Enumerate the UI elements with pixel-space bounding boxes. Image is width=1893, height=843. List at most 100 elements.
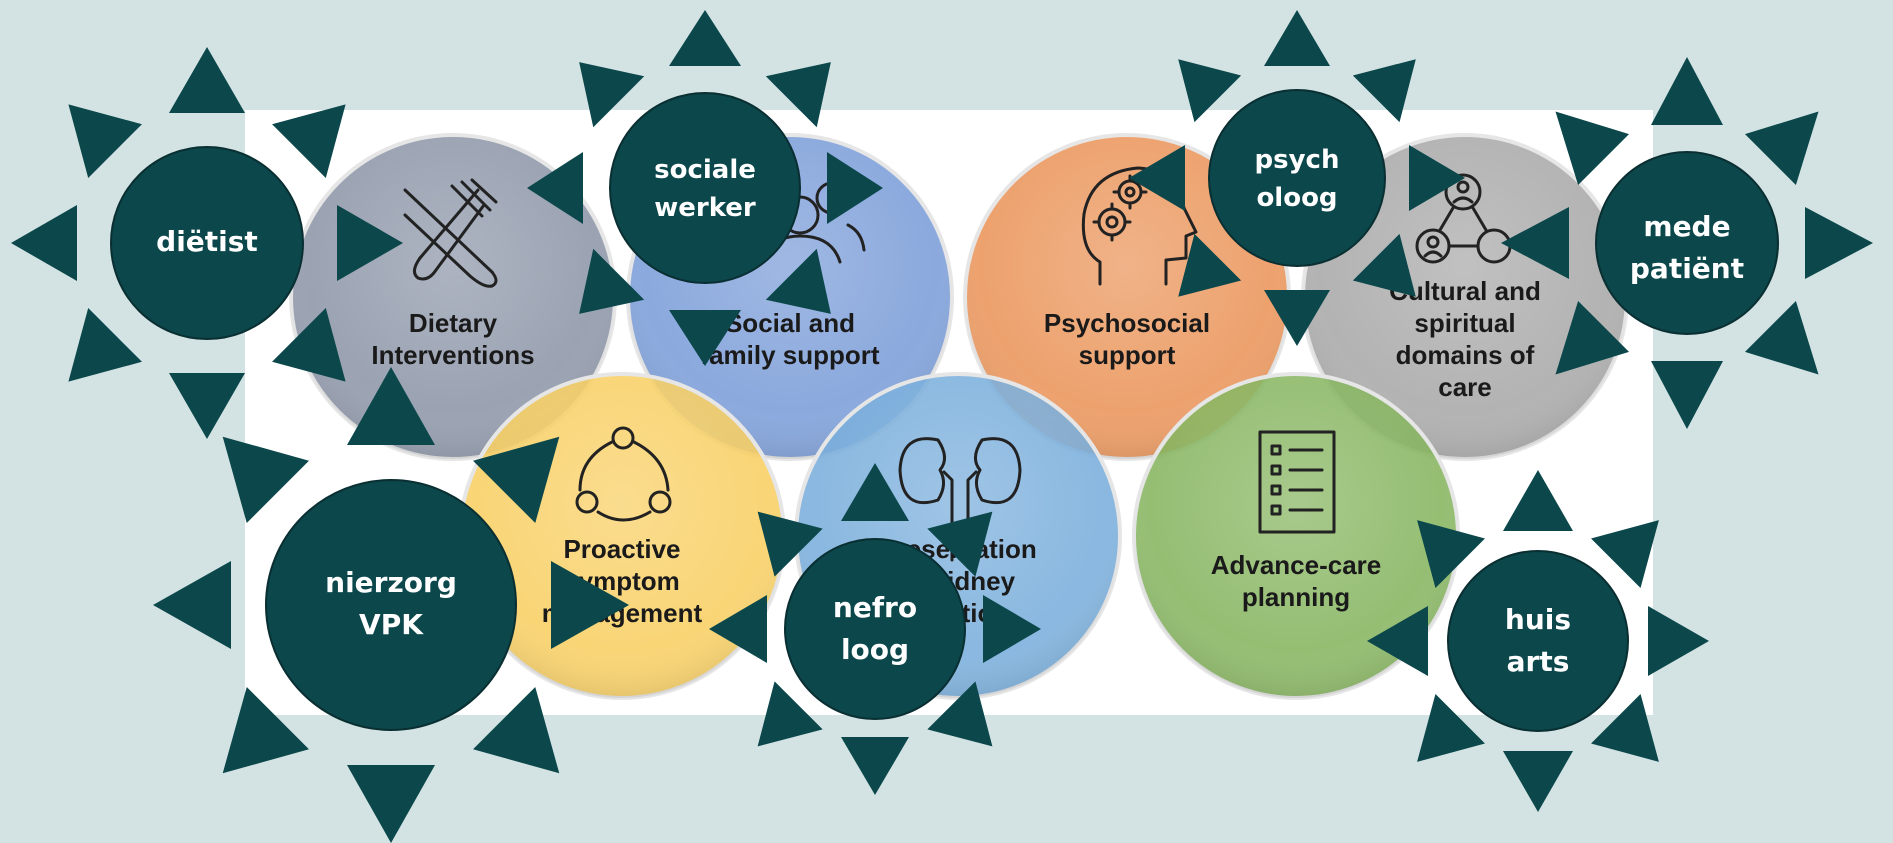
sun-ray (927, 511, 993, 577)
role-nierzorg-vpk-label: nierzorg VPK (306, 562, 476, 646)
sun-ray (1367, 606, 1428, 676)
sun-ray (1352, 59, 1416, 123)
sun-ray (579, 62, 645, 128)
sun-core (609, 92, 801, 284)
role-nefroloog-label: nefro loog (790, 587, 960, 671)
sun-ray (1178, 233, 1242, 297)
sun-ray (222, 687, 309, 774)
role-huisarts-line2: arts (1506, 645, 1570, 678)
role-mede-patient-label: mede patiënt (1602, 206, 1772, 290)
role-mede-patient-line1: mede (1643, 210, 1731, 243)
domain-psychosocial-label: Psychosocial support (997, 307, 1257, 371)
sun-ray (1651, 361, 1723, 429)
role-nefroloog-line2: loog (840, 633, 910, 666)
role-sun-psycholoog (1129, 10, 1465, 346)
domain-dietary-label: Dietary Interventions (323, 307, 583, 371)
sun-ray (1409, 145, 1465, 211)
sun-ray (709, 595, 767, 663)
domain-social-label: Social and family support (660, 307, 920, 371)
sun-ray (68, 308, 142, 382)
sun-ray (1503, 470, 1573, 531)
domain-cultural-label: Cultural and spiritual domains of care (1335, 275, 1595, 403)
domain-advance-label: Advance-care planning (1166, 549, 1426, 613)
domain-advance-line1: Advance-care (1210, 550, 1382, 580)
sun-ray (1744, 300, 1819, 375)
sun-core (110, 146, 304, 340)
domain-cultural-line1: Cultural and (1389, 276, 1541, 306)
domain-cultural-line3: domains of (1395, 340, 1535, 370)
sun-ray (153, 561, 231, 649)
domain-dietary-line2: Interventions (371, 340, 535, 370)
sun-ray (1264, 10, 1330, 66)
sun-ray (841, 463, 909, 521)
sun-ray (337, 205, 403, 281)
sun-ray (473, 687, 560, 774)
sun-ray (983, 595, 1041, 663)
sun-ray (222, 436, 309, 523)
domain-advance-line2: planning (1241, 582, 1351, 612)
role-sun-mede-patient (1501, 57, 1873, 429)
checklist-icon (1258, 430, 1336, 534)
sun-ray (68, 104, 142, 178)
domain-circle-psychosocial (963, 133, 1291, 461)
sun-ray (579, 248, 645, 314)
domain-symptom-line1: Proactive (563, 534, 681, 564)
role-dietist-line1: diëtist (156, 225, 258, 258)
sun-ray (757, 511, 823, 577)
domain-psychosocial-line2: support (1078, 340, 1176, 370)
role-psycholoog-label: psych oloog (1212, 141, 1382, 217)
sun-ray (1744, 111, 1819, 186)
domain-cultural-line2: spiritual (1414, 308, 1516, 338)
sun-ray (765, 62, 831, 128)
sun-core (1447, 550, 1629, 732)
role-sun-dietist (11, 47, 403, 439)
sun-ray (169, 47, 245, 113)
sun-ray (1651, 57, 1723, 125)
role-sun-huisarts (1367, 470, 1709, 812)
role-sun-nierzorg-vpk (153, 367, 629, 843)
sun-ray (1417, 520, 1485, 588)
sun-ray (527, 152, 583, 224)
sun-ray (1264, 290, 1330, 346)
domain-social-line2: family support (700, 340, 880, 370)
sun-core (1208, 89, 1386, 267)
role-nierzorg-vpk-line2: VPK (359, 608, 423, 641)
domain-circle-cultural (1301, 133, 1629, 461)
role-sun-sociale-werker (527, 10, 883, 366)
sun-ray (669, 10, 741, 66)
sun-ray (757, 681, 823, 747)
role-sociale-werker-line1: sociale (654, 155, 756, 185)
domain-circle-advance (1132, 372, 1460, 700)
role-psycholoog-line1: psych (1254, 145, 1340, 175)
sun-ray (347, 765, 435, 843)
sun-ray (1591, 694, 1659, 762)
sun-core (265, 479, 517, 731)
sun-ray (1555, 111, 1630, 186)
role-mede-patient-line2: patiënt (1629, 252, 1745, 285)
role-huisarts-label: huis arts (1453, 599, 1623, 683)
role-sociale-werker-label: sociale werker (620, 151, 790, 227)
role-huisarts-line1: huis (1504, 603, 1572, 636)
sun-core (784, 538, 966, 720)
domain-dietary-line1: Dietary (408, 308, 498, 338)
sun-ray (169, 373, 245, 439)
sun-core (1595, 151, 1779, 335)
cycle-icon (575, 426, 672, 522)
domain-psychosocial-line1: Psychosocial (1043, 308, 1211, 338)
sun-ray (1129, 145, 1185, 211)
role-sociale-werker-line2: werker (654, 193, 756, 223)
sun-ray (1648, 606, 1709, 676)
sun-ray (1805, 207, 1873, 279)
sun-ray (1555, 300, 1630, 375)
sun-ray (1417, 694, 1485, 762)
sun-ray (1591, 520, 1659, 588)
sun-ray (827, 152, 883, 224)
sun-ray (1178, 59, 1242, 123)
sun-ray (272, 104, 346, 178)
sun-ray (1501, 207, 1569, 279)
sun-ray (473, 436, 560, 523)
role-sun-nefroloog (709, 463, 1041, 795)
sun-ray (347, 367, 435, 445)
